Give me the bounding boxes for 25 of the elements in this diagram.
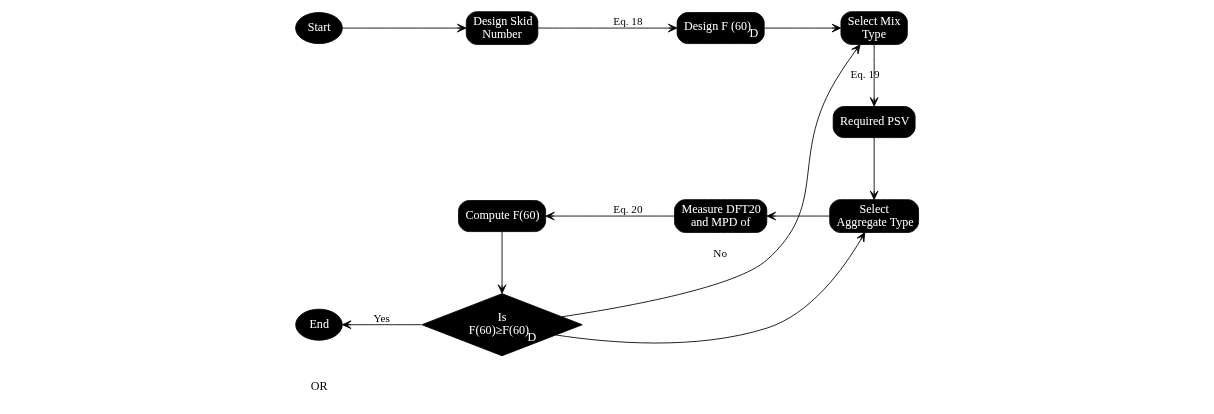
arrow xyxy=(561,44,861,318)
arrow xyxy=(497,231,507,294)
edge-label: Eq. 20 xyxy=(613,202,643,215)
edge-label: Eq. 19 xyxy=(850,68,880,81)
node-box: Select Aggregate Type xyxy=(829,199,919,233)
arrow xyxy=(766,211,831,221)
edge-label: No xyxy=(713,246,728,259)
node-box: Required PSV xyxy=(832,106,916,138)
node-ellipse: End xyxy=(295,308,343,341)
arrow xyxy=(869,44,879,107)
arrow xyxy=(545,211,675,221)
node-box: Select Mix Type xyxy=(840,11,908,45)
edge-label: Yes xyxy=(373,311,390,324)
arrow xyxy=(764,23,842,33)
arrow xyxy=(869,137,879,200)
arrow xyxy=(342,23,467,33)
arrow xyxy=(537,23,678,33)
arrow xyxy=(555,232,866,344)
arrow xyxy=(342,320,422,329)
node-box: Design Skid Number xyxy=(465,11,539,45)
edge-label: Eq. 18 xyxy=(613,14,643,27)
label: OR xyxy=(310,378,328,393)
node-box: Compute F(60) xyxy=(458,200,547,232)
node-box: Measure DFT20 and MPD of xyxy=(674,199,768,233)
node-ellipse: Start xyxy=(295,12,343,44)
